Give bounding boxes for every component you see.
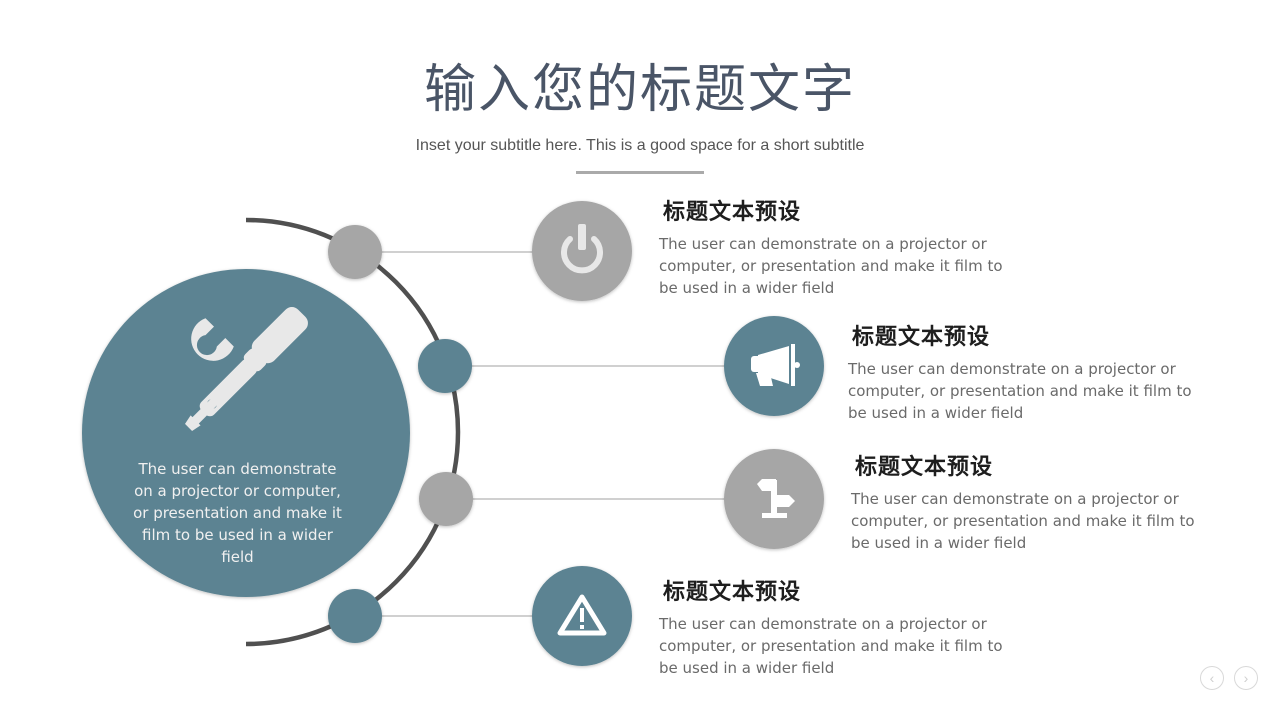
megaphone-icon <box>751 344 800 386</box>
item-2: 标题文本预设 The user can demonstrate on a pro… <box>848 323 1208 424</box>
center-circle <box>82 269 410 597</box>
item-description: The user can demonstrate on a projector … <box>659 235 1003 297</box>
chevron-right-icon: › <box>1243 670 1249 686</box>
arc-node-1 <box>328 225 382 279</box>
item-3: 标题文本预设 The user can demonstrate on a pro… <box>851 453 1211 554</box>
prev-slide-button[interactable]: ‹ <box>1200 666 1224 690</box>
icon-circle-1 <box>532 201 632 301</box>
item-title: 标题文本预设 <box>663 199 802 225</box>
warning-icon <box>557 594 607 636</box>
item-1: 标题文本预设 The user can demonstrate on a pro… <box>659 198 1019 299</box>
chevron-left-icon: ‹ <box>1209 670 1215 686</box>
title-divider <box>576 171 704 174</box>
signpost-icon <box>757 479 795 518</box>
power-icon <box>561 224 603 274</box>
arc-node-4 <box>328 589 382 643</box>
tools-icon <box>185 307 308 431</box>
arc-node-2 <box>418 339 472 393</box>
item-title: 标题文本预设 <box>855 454 994 480</box>
page-title: 输入您的标题文字 <box>423 60 856 120</box>
page-subtitle: Inset your subtitle here. This is a good… <box>415 137 865 154</box>
item-title: 标题文本预设 <box>852 324 991 350</box>
item-description: The user can demonstrate on a projector … <box>659 615 1003 677</box>
arc-node-3 <box>419 472 473 526</box>
item-description: The user can demonstrate on a projector … <box>851 490 1195 552</box>
item-4: 标题文本预设 The user can demonstrate on a pro… <box>659 578 1019 679</box>
next-slide-button[interactable]: › <box>1234 666 1258 690</box>
center-description: The user can demonstrate on a projector … <box>133 460 342 566</box>
item-description: The user can demonstrate on a projector … <box>848 360 1192 422</box>
item-title: 标题文本预设 <box>663 579 802 605</box>
